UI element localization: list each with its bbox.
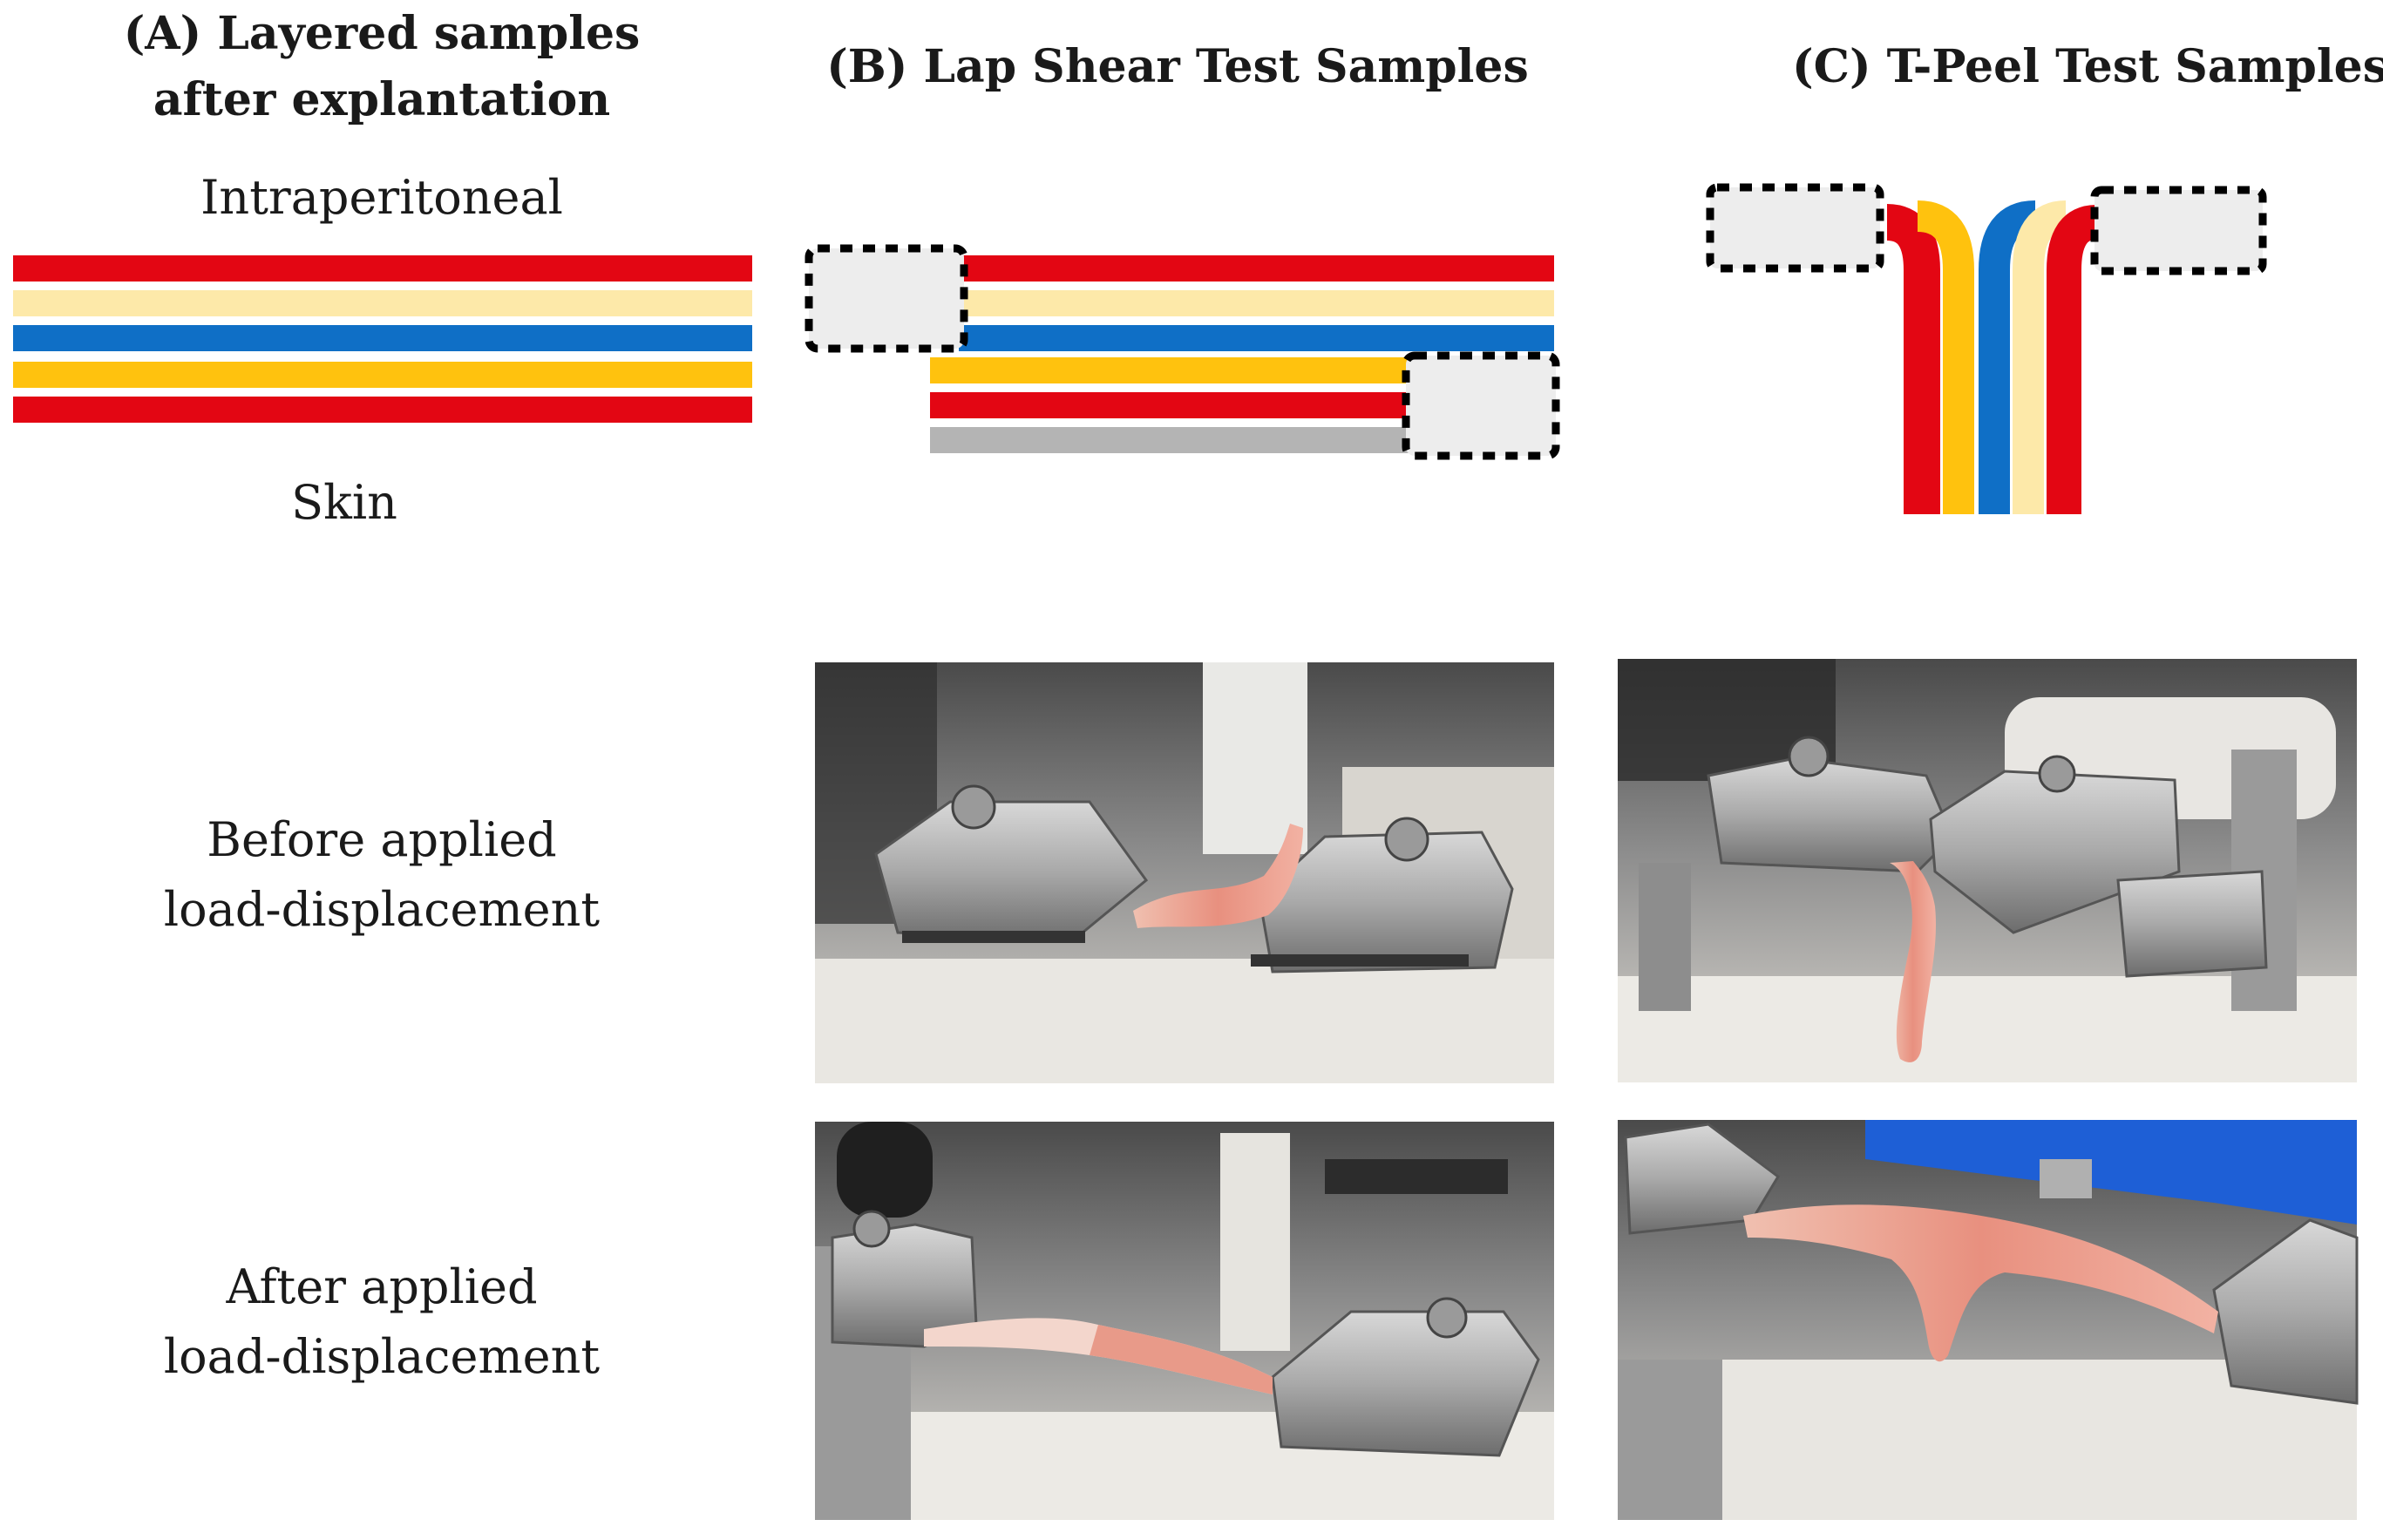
layer-red-top — [13, 255, 752, 282]
panel-b-title: (B) Lap Shear Test Samples — [826, 40, 1529, 93]
layer-light-yellow — [13, 290, 752, 316]
tpeel-layer-blue — [1979, 200, 2037, 514]
t-peel-before-photo — [1618, 659, 2357, 1082]
lap-layer-blue — [959, 325, 1554, 351]
lap-grip-left — [805, 244, 968, 353]
tpeel-layer-light-yellow — [2013, 200, 2067, 514]
t-peel-after-photo — [1618, 1120, 2359, 1520]
layered-sample-diagram — [13, 255, 752, 423]
panel-c-title: (C) T-Peel Test Samples — [1792, 40, 2383, 93]
before-label-line1: Before applied — [207, 812, 556, 867]
after-label-line1: After applied — [225, 1259, 537, 1314]
lap-shear-diagram — [805, 244, 1560, 460]
lap-layer-red-lower — [930, 392, 1409, 418]
tpeel-layer-orange — [1916, 200, 1974, 514]
lap-shear-after-photo — [815, 1122, 1554, 1520]
layer-orange-yellow — [13, 362, 752, 388]
panel-a-title-line2: after explantation — [153, 73, 610, 126]
tpeel-grip-left — [1706, 183, 1884, 273]
panel-a-title-line1: (A) Layered samples — [124, 7, 641, 60]
lap-layer-gray — [930, 427, 1409, 453]
skin-label: Skin — [291, 475, 397, 530]
lap-layer-light-yellow — [959, 290, 1554, 316]
tpeel-layer-red-right — [2047, 205, 2098, 514]
lap-layer-orange-yellow — [930, 357, 1409, 383]
layer-red-bottom — [13, 397, 752, 423]
tpeel-grip-right — [2090, 186, 2267, 275]
layer-blue — [13, 325, 752, 351]
before-label-line2: load-displacement — [164, 882, 601, 937]
t-peel-diagram — [1706, 183, 2267, 514]
tpeel-layer-red-left — [1885, 204, 1940, 514]
intraperitoneal-label: Intraperitoneal — [200, 170, 563, 225]
after-label-line2: load-displacement — [164, 1329, 601, 1384]
lap-grip-right — [1402, 351, 1560, 460]
lap-layer-red — [959, 255, 1554, 282]
lap-shear-before-photo — [815, 662, 1554, 1083]
